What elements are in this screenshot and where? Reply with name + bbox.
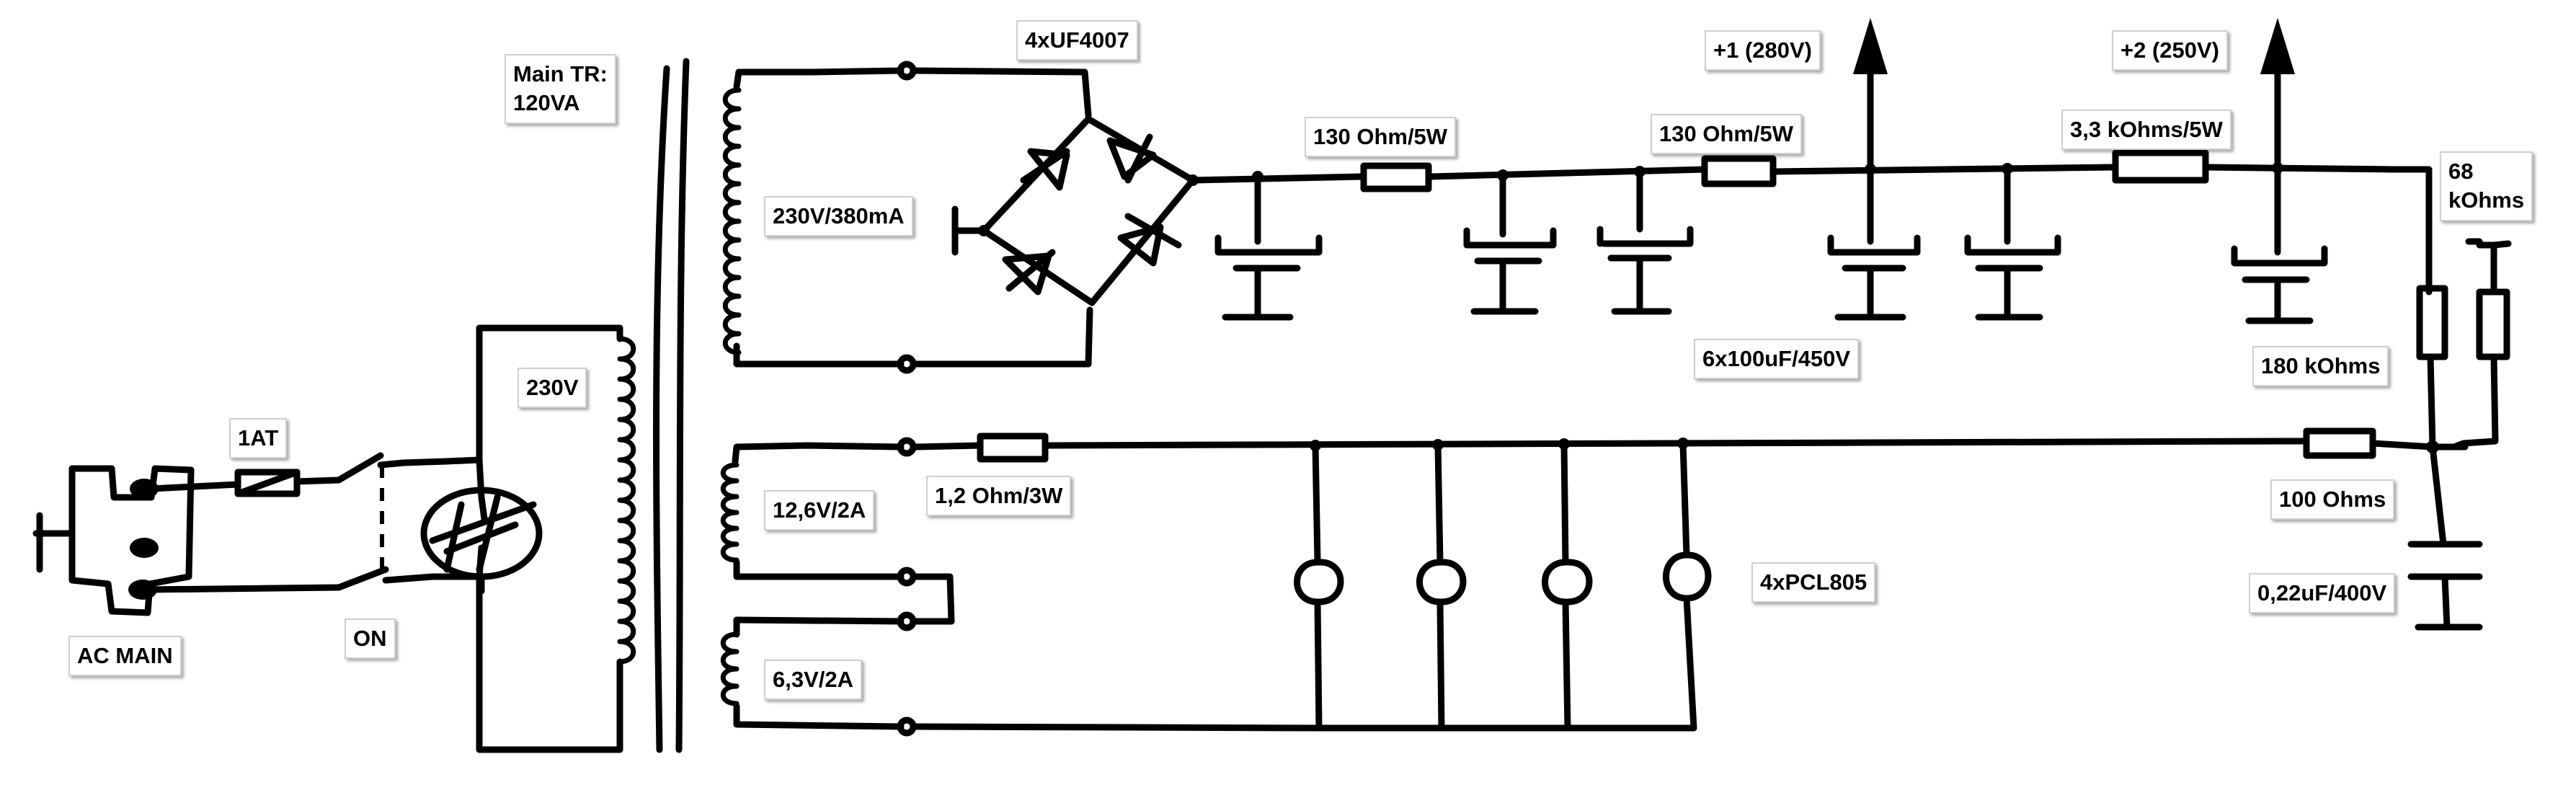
resistor-heater — [977, 432, 1049, 463]
label-capacitors: 6x100uF/450V — [1694, 339, 1860, 380]
label-resistor-100: 100 Ohms — [2270, 479, 2395, 520]
resistor-68k — [2416, 285, 2448, 360]
main-transformer — [476, 58, 690, 753]
resistor-130-b — [1701, 155, 1777, 187]
label-capacitor-022: 0,22uF/400V — [2249, 573, 2396, 614]
resistor-100 — [2303, 427, 2376, 459]
hv-secondary — [722, 61, 1093, 374]
label-b1-output: +1 (280V) — [1705, 30, 1821, 71]
label-tubes: 4xPCL805 — [1751, 562, 1876, 603]
switch-contact-bottom — [335, 566, 389, 591]
label-fuse: 1AT — [229, 418, 288, 459]
switch-contact-top — [335, 452, 384, 484]
mains-filter — [420, 487, 543, 580]
label-resistor-r2: 130 Ohm/5W — [1651, 114, 1803, 155]
bias-network — [2407, 238, 2512, 631]
label-resistor-180k: 180 kOhms — [2252, 346, 2389, 387]
label-secondary-12v: 12,6V/2A — [764, 490, 875, 531]
label-bridge-diodes: 4xUF4007 — [1016, 20, 1138, 61]
mains-wiring — [144, 452, 488, 595]
ac-mains-plug — [32, 465, 195, 616]
label-secondary-6v: 6,3V/2A — [764, 660, 863, 701]
label-secondary-hv: 230V/380mA — [764, 196, 913, 237]
label-resistor-r3: 3,3 kOhms/5W — [2061, 110, 2231, 151]
hv-output-arrows — [1852, 17, 2296, 173]
resistor-130-a — [1360, 162, 1432, 192]
bridge-rectifier — [951, 115, 1199, 306]
heater-circuit — [720, 427, 2439, 737]
label-main-transformer: Main TR: 120VA — [505, 54, 616, 124]
label-resistor-68k: 68 kOhms — [2440, 151, 2533, 221]
label-resistor-heater: 1,2 Ohm/3W — [926, 476, 1072, 517]
label-b2-output: +2 (250V) — [2112, 30, 2229, 71]
filter-capacitors — [1214, 164, 2328, 324]
label-switch-on: ON — [345, 618, 396, 660]
resistor-3k3 — [2112, 149, 2209, 184]
label-ac-main: AC MAIN — [68, 636, 182, 677]
label-primary: 230V — [518, 368, 587, 409]
label-resistor-r1: 130 Ohm/5W — [1305, 117, 1457, 158]
resistor-180k — [2476, 288, 2510, 360]
